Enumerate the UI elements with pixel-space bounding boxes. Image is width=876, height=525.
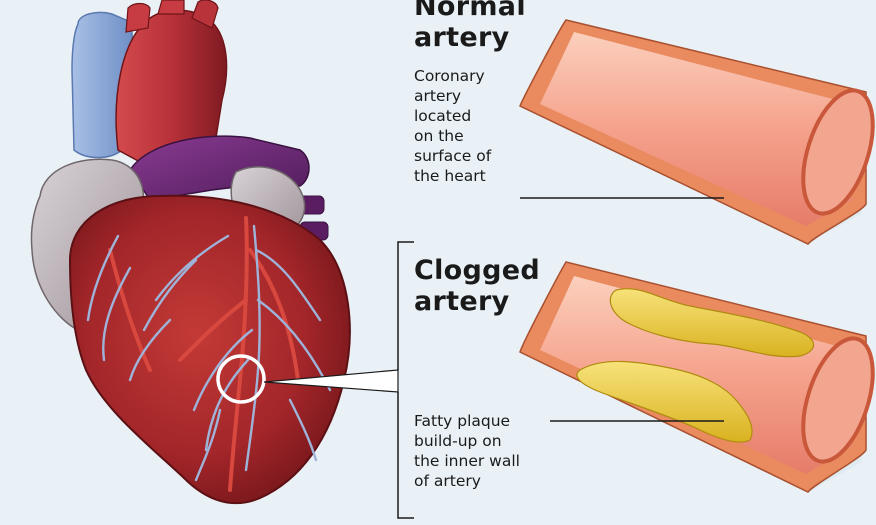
title-line: artery [414,286,540,317]
normal-artery-description: Coronary artery located on the surface o… [414,66,491,186]
description-line: on the [414,126,491,146]
title-line: Clogged [414,255,540,286]
callout-bracket [398,392,414,518]
description-line: surface of [414,146,491,166]
clogged-artery-illustration [520,262,876,492]
description-line: Fatty plaque [414,411,520,431]
normal-artery-title: Normal artery [414,0,526,53]
aortic-branch [158,0,184,14]
description-line: the inner wall [414,451,520,471]
clogged-artery-description: Fatty plaque build-up on the inner wall … [414,411,520,491]
description-line: the heart [414,166,491,186]
aortic-branch [126,4,150,33]
description-line: located [414,106,491,126]
ventricles [70,196,350,503]
description-line: build-up on [414,431,520,451]
description-line: of artery [414,471,520,491]
description-line: Coronary [414,66,491,86]
title-line: artery [414,22,526,53]
clogged-artery-title: Clogged artery [414,255,540,317]
normal-artery-illustration [520,20,876,244]
title-line: Normal [414,0,526,22]
callout-bracket [398,242,414,370]
description-line: artery [414,86,491,106]
heart-illustration [31,0,349,503]
